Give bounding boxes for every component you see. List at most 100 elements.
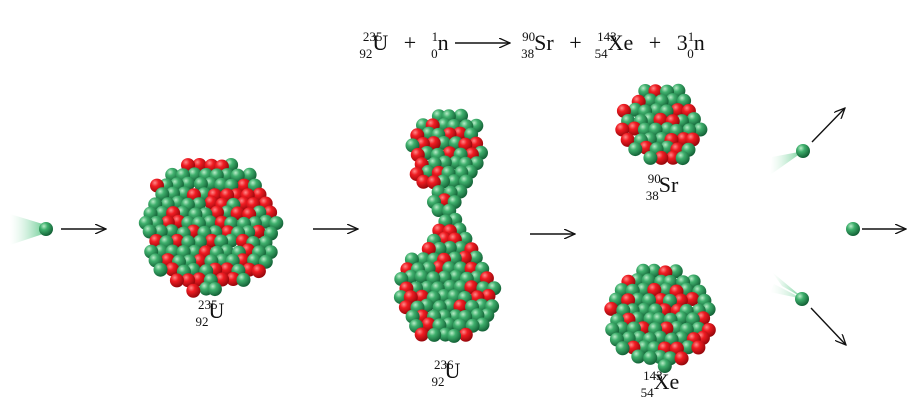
neutron (443, 298, 457, 313)
proton (186, 283, 201, 298)
eq-neutron-coefficient: 3 (677, 30, 688, 55)
label-strontium-90: 90 38Sr (646, 171, 679, 203)
label-atomic-number: 92 (196, 314, 209, 329)
eq-u-mass: 235 (363, 29, 383, 44)
neutron (631, 349, 646, 364)
eq-xe-symbol: Xe (608, 30, 634, 55)
proton (647, 282, 662, 297)
neutron (269, 216, 284, 231)
eq-sr-symbol: Sr (534, 30, 554, 55)
neutron-motion-trail (770, 284, 803, 299)
neutron (236, 272, 251, 287)
neutron (442, 241, 457, 255)
label-symbol: U (445, 358, 461, 383)
neutron (220, 205, 235, 220)
eq-plus-3: + (649, 30, 661, 55)
proton (464, 280, 479, 295)
arrow-down-right (810, 307, 846, 345)
eq-n3-symbol: n (694, 30, 705, 55)
proton (654, 150, 669, 165)
proton (226, 272, 241, 286)
eq-sr-mass: 90 (522, 29, 535, 44)
eq-xe-mass: 143 (597, 29, 617, 44)
neutron (447, 328, 461, 343)
eq-n-number: 0 (431, 46, 438, 61)
neutron-ball (795, 292, 809, 306)
neutron (153, 262, 168, 277)
outgoing-neutron-down (770, 272, 846, 345)
eq-n3-mass: 1 (688, 29, 695, 44)
neutron (675, 151, 690, 166)
label-mass-number: 90 (648, 171, 661, 186)
proton (181, 273, 196, 288)
neutron (447, 174, 462, 189)
proton (165, 262, 180, 277)
eq-plus-1: + (404, 30, 416, 55)
proton (421, 317, 436, 332)
neutron (468, 250, 483, 265)
label-symbol: Xe (654, 369, 680, 394)
neutron (436, 136, 451, 150)
proton (674, 351, 689, 366)
outgoing-neutron-middle (846, 222, 906, 236)
label-atomic-number: 38 (646, 188, 659, 203)
neutron (454, 108, 468, 123)
eq-u-number: 92 (359, 46, 372, 61)
proton (615, 122, 630, 137)
proton (251, 224, 266, 239)
neutron (681, 340, 696, 355)
neutron (657, 359, 672, 373)
neutron (214, 177, 229, 192)
proton (426, 136, 441, 151)
label-mass-number: 143 (643, 368, 663, 383)
label-symbol: U (209, 298, 225, 323)
neutron (431, 203, 446, 217)
proton (670, 103, 685, 118)
eq-xe-number: 54 (595, 46, 609, 61)
neutron (414, 269, 429, 284)
neutron (207, 282, 222, 297)
neutron (230, 168, 245, 183)
neutron (643, 150, 658, 165)
eq-n-symbol: n (438, 30, 449, 55)
neutron-motion-trail (10, 214, 46, 245)
neutron (242, 167, 257, 182)
eq-n-mass: 1 (432, 29, 439, 44)
arrow-up-right (811, 108, 845, 143)
proton (620, 132, 635, 147)
proton (416, 174, 431, 189)
proton (251, 264, 266, 279)
proton (691, 340, 706, 355)
xenon-143-nucleus (604, 263, 716, 373)
neutron (258, 214, 273, 229)
eq-u-symbol: U (372, 30, 388, 55)
label-atomic-number: 92 (432, 374, 445, 389)
proton (627, 121, 642, 136)
proton (414, 327, 429, 342)
neutron (615, 341, 630, 356)
eq-plus-2: + (569, 30, 581, 55)
neutron (427, 327, 442, 342)
neutron (653, 330, 667, 345)
neutron (643, 350, 658, 365)
proton (458, 327, 473, 342)
outgoing-neutron-up (770, 108, 845, 175)
neutron (628, 142, 643, 157)
neutron-motion-trail (770, 151, 804, 175)
proton (215, 272, 230, 287)
proton (685, 292, 700, 306)
neutron-motion-trail (772, 272, 803, 298)
label-symbol: Sr (659, 172, 679, 197)
eq-sr-number: 38 (521, 46, 534, 61)
proton (230, 206, 245, 221)
proton (457, 250, 472, 265)
neutron (203, 176, 218, 191)
neutron-ball (846, 222, 860, 236)
neutron (432, 241, 447, 256)
neutron (693, 122, 708, 137)
proton (169, 273, 184, 288)
uranium-235-nucleus (138, 158, 284, 298)
